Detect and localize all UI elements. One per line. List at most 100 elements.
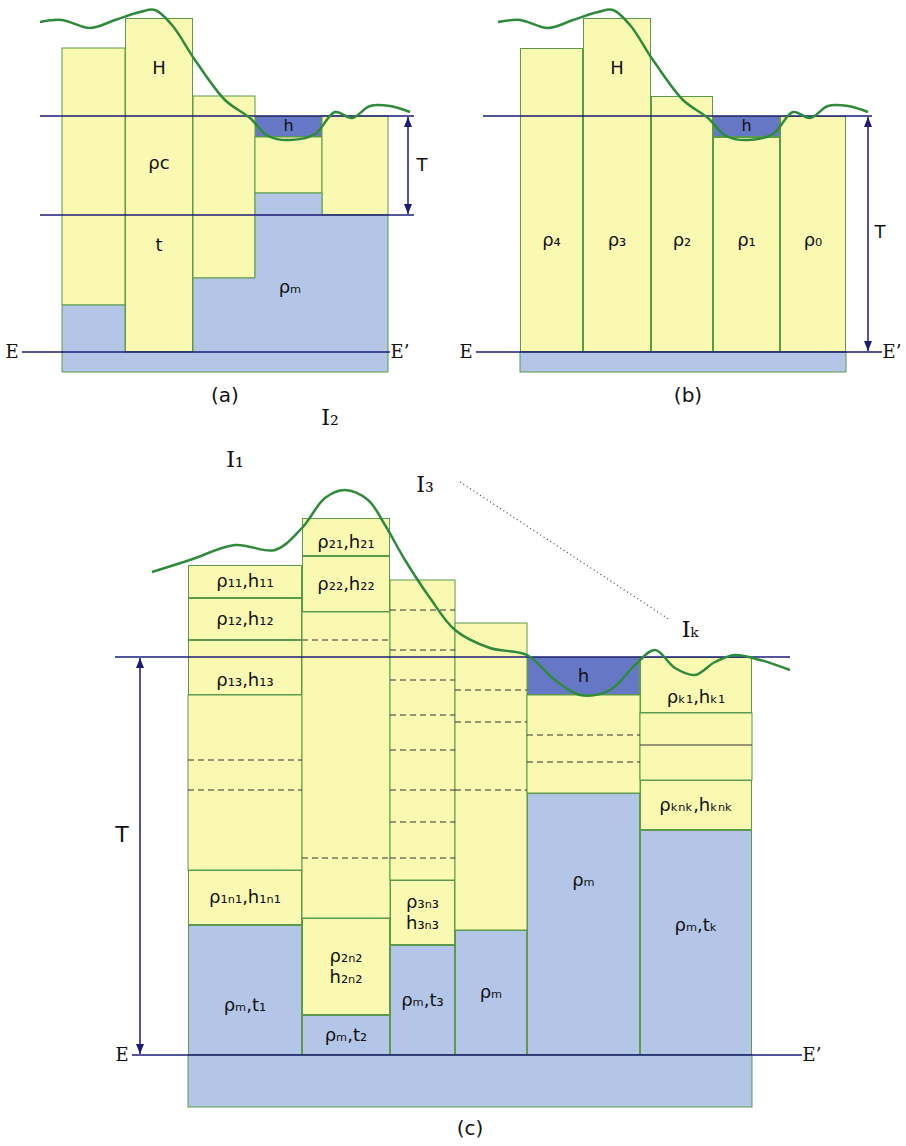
dimension-label: T bbox=[875, 222, 886, 243]
profile-label: Iₖ bbox=[682, 617, 699, 642]
crust-layer: ρ₂₂,h₂₂ bbox=[302, 556, 390, 612]
crust-column bbox=[322, 116, 388, 215]
layer-boundary bbox=[640, 745, 752, 746]
layer-boundary bbox=[455, 690, 527, 691]
layer-boundary bbox=[390, 715, 455, 716]
topography-curve bbox=[40, 10, 410, 141]
leader-line bbox=[460, 482, 670, 620]
layer-boundary bbox=[390, 790, 455, 791]
crust-layer bbox=[390, 580, 455, 880]
density-label: ρₘ bbox=[279, 277, 302, 298]
crust-column: ρ₁ bbox=[713, 137, 780, 352]
crust-layer: ρ₁ₙ₁,h₁ₙ₁ bbox=[188, 870, 302, 925]
crust-layer: ρ₁₂,h₁₂ bbox=[188, 598, 302, 640]
density-label: ρₘ,t₃ bbox=[401, 990, 444, 1011]
reference-level bbox=[115, 656, 790, 658]
level-label: E bbox=[459, 342, 472, 363]
crust-layer bbox=[188, 695, 302, 870]
crust-column bbox=[255, 137, 322, 193]
density-label: ρ₃ₙ₃ h₃ₙ₃ bbox=[398, 892, 448, 933]
layer-boundary bbox=[390, 680, 455, 681]
mantle-column: ρₘ,tₖ bbox=[640, 830, 752, 1055]
profile-label: I₂ bbox=[321, 405, 339, 430]
water-layer: h bbox=[255, 116, 322, 137]
panel-label: (a) bbox=[211, 384, 239, 407]
compensation-level bbox=[476, 351, 882, 353]
crust-column: ρ₀ bbox=[780, 116, 846, 352]
crust-layer: ρ₂₁,h₂₁ bbox=[302, 518, 390, 556]
mantle-region bbox=[520, 352, 846, 372]
level-label: E’ bbox=[883, 342, 902, 363]
crust-column: Hρ₃ bbox=[583, 18, 651, 352]
crust-column: ρ₄ bbox=[520, 48, 583, 352]
crust-layer: ρ₃ₙ₃ h₃ₙ₃ bbox=[390, 880, 455, 945]
crust-layer: ρ₂ₙ₂ h₂ₙ₂ bbox=[302, 918, 390, 1015]
density-label: ρₘ,tₖ bbox=[674, 915, 717, 936]
density-label: ρ₂ bbox=[673, 230, 692, 251]
crust-layer: ρₖ₁,hₖ₁ bbox=[640, 657, 752, 713]
density-label: ρₘ,t₁ bbox=[224, 995, 267, 1016]
density-label: ρ₄ bbox=[542, 230, 561, 251]
dimension-label: T bbox=[115, 822, 128, 847]
reference-level bbox=[40, 214, 414, 216]
layer-boundary bbox=[390, 650, 455, 651]
density-label: ρ₁₂,h₁₂ bbox=[216, 609, 273, 630]
layer-boundary bbox=[390, 858, 455, 859]
layer-boundary bbox=[302, 640, 390, 641]
mantle-region bbox=[62, 193, 388, 372]
profile-label: I₁ bbox=[226, 447, 244, 472]
crust-column bbox=[193, 96, 255, 278]
compensation-level bbox=[132, 1054, 802, 1056]
dimension-arrow bbox=[407, 117, 409, 214]
layer-boundary bbox=[527, 735, 640, 736]
level-label: E’ bbox=[391, 342, 410, 363]
mantle-region bbox=[188, 1055, 752, 1107]
water-layer: h bbox=[713, 116, 780, 137]
density-label: ρ₁₃,h₁₃ bbox=[216, 670, 273, 691]
crust-layer bbox=[527, 695, 640, 793]
crust-layer: ρ₁₁,h₁₁ bbox=[188, 565, 302, 598]
density-label: ρ₂ₙ₂ h₂ₙ₂ bbox=[320, 946, 372, 987]
topography-curve bbox=[498, 10, 868, 141]
layer-boundary bbox=[455, 722, 527, 723]
dimension-label: T bbox=[417, 155, 428, 176]
mantle-column: ρₘ,t₂ bbox=[302, 1015, 390, 1055]
crust-column bbox=[62, 48, 125, 305]
layer-boundary bbox=[527, 762, 640, 763]
reference-level bbox=[40, 115, 414, 117]
panel-label: (b) bbox=[674, 384, 702, 407]
crust-layer bbox=[455, 623, 527, 930]
density-label: ρ₃ bbox=[608, 230, 627, 251]
density-label: ρₖₙₖ,hₖₙₖ bbox=[659, 795, 733, 816]
density-label: ρ₂₂,h₂₂ bbox=[317, 574, 374, 595]
dimension-arrow bbox=[867, 117, 869, 351]
reference-level bbox=[483, 115, 872, 117]
layer-boundary bbox=[188, 760, 302, 761]
layer-boundary bbox=[390, 822, 455, 823]
density-label: h bbox=[741, 117, 751, 135]
mantle-column: ρₘ,t₁ bbox=[188, 925, 302, 1055]
density-label: h bbox=[578, 666, 589, 687]
density-label: h bbox=[283, 117, 293, 135]
layer-boundary bbox=[390, 750, 455, 751]
density-label: ρ₁ bbox=[737, 230, 756, 251]
compensation-level bbox=[22, 351, 390, 353]
density-label: ρ₀ bbox=[804, 230, 823, 251]
dimension-arrow bbox=[139, 658, 141, 1054]
density-label: ρₘ bbox=[572, 870, 595, 891]
density-label: t bbox=[155, 235, 162, 256]
level-label: E bbox=[115, 1045, 128, 1066]
density-label: H bbox=[152, 58, 166, 79]
density-label: ρc bbox=[148, 153, 169, 174]
layer-boundary bbox=[390, 610, 455, 611]
crust-layer bbox=[302, 612, 390, 918]
crust-layer: ρ₁₃,h₁₃ bbox=[188, 640, 302, 695]
level-label: E’ bbox=[803, 1045, 822, 1066]
density-label: ρ₁₁,h₁₁ bbox=[216, 571, 273, 592]
density-label: ρ₁ₙ₁,h₁ₙ₁ bbox=[209, 887, 281, 908]
water-layer: h bbox=[527, 657, 640, 695]
panel-label: (c) bbox=[457, 1117, 484, 1140]
layer-boundary bbox=[188, 790, 302, 791]
mantle-column: ρₘ,t₃ bbox=[390, 945, 455, 1055]
